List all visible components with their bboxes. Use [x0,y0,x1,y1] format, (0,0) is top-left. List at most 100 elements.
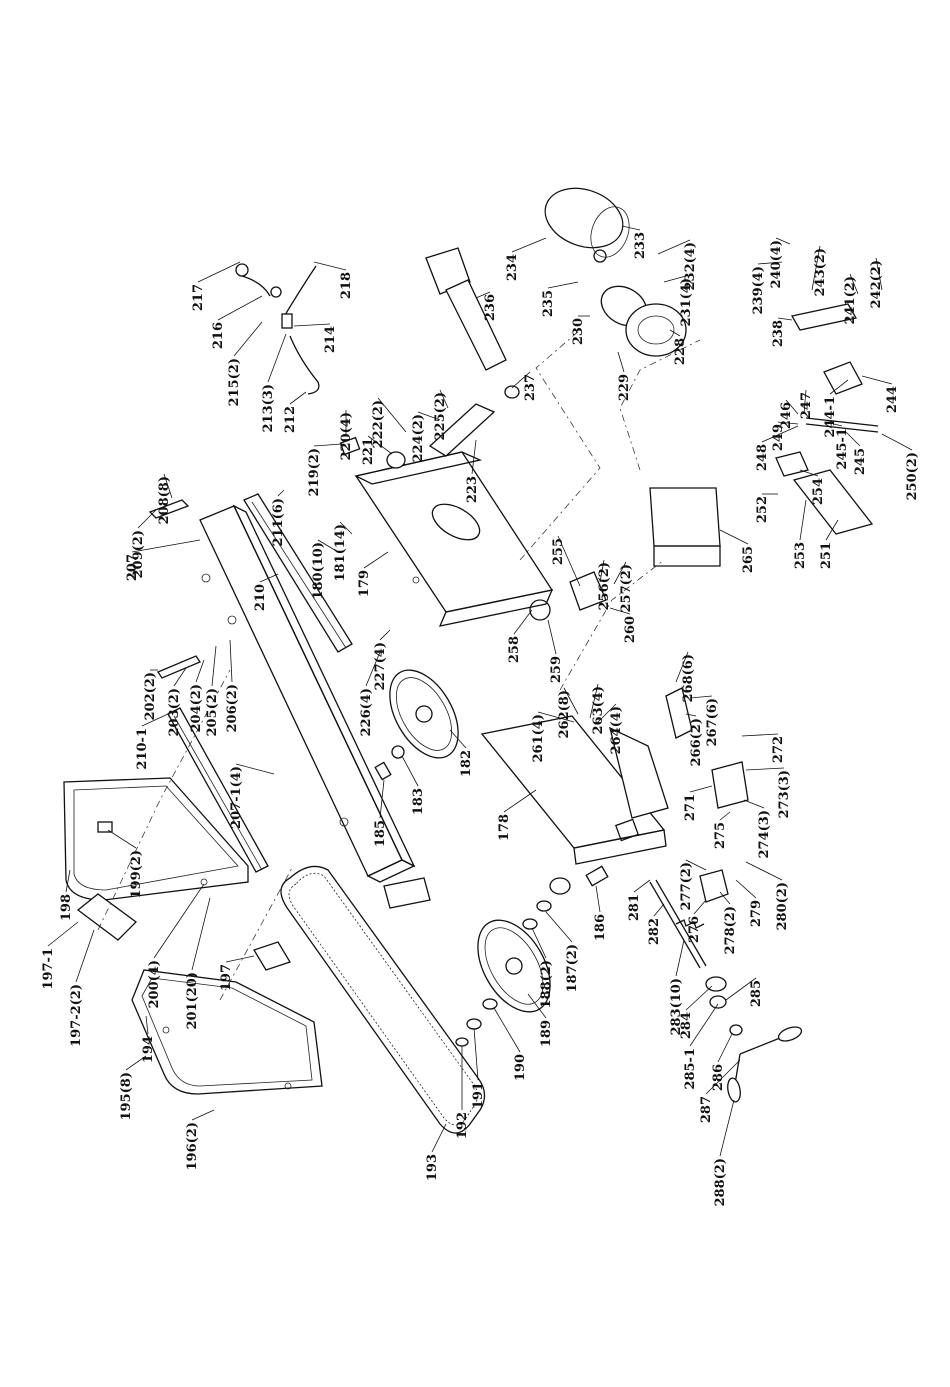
leader-line [803,389,807,415]
leader-line [141,713,169,727]
part-number-label: 212 [283,406,298,433]
part-number-label: 259 [549,656,564,683]
part-number-label: 186 [593,914,608,941]
part-number-label: 201(20) [185,972,200,1030]
leader-line [617,351,625,373]
leader-line [685,985,713,1011]
leader-line [609,607,631,615]
part-number-label: 268(6) [681,654,696,702]
part-number-label: 229 [617,374,632,401]
leader-line [717,1033,733,1063]
leader-line [267,333,287,383]
leader-line [191,1109,215,1121]
part-number-label: 279 [749,900,764,927]
leader-line [777,317,793,321]
part-number-label: 287 [699,1096,714,1123]
leader-line [339,521,353,535]
part-number-label: 233 [633,232,648,259]
part-number-label: 228 [673,338,688,365]
leader-line [633,879,651,893]
part-number-label: 276 [687,916,702,943]
leader-line [825,519,839,541]
leader-line [829,379,849,395]
part-number-label: 198 [59,894,74,921]
part-number-label: 218 [339,272,354,299]
leader-line [367,435,393,455]
leader-line [153,883,205,959]
part-number-label: 264(4) [609,706,624,754]
part-number-label: 217 [191,284,206,311]
part-number-label: 190 [513,1054,528,1081]
leader-line [775,237,791,245]
gearbox-228 [600,285,687,357]
part-number-label: 211(6) [271,498,286,546]
leader-line [417,411,441,421]
part-number-label: 203(2) [167,688,182,736]
rail-210 [243,493,353,653]
leader-line [849,273,859,295]
part-number-label: 256(2) [597,562,612,610]
part-number-label: 249 [771,424,786,451]
plate-266 [665,687,693,739]
part-number-label: 197-2(2) [69,984,84,1047]
part-number-label: 219(2) [307,448,322,496]
part-number-label: 275 [713,822,728,849]
leader-line [693,899,707,915]
upper-wheel [389,669,459,759]
part-number-label: 189 [539,1020,554,1047]
part-number-label: 250(2) [905,452,920,500]
part-number-label: 200(4) [147,960,162,1008]
part-number-label: 199(2) [129,850,144,898]
leader-line [107,829,137,849]
part-number-label: 193 [425,1154,440,1181]
leader-line [439,389,449,409]
saw-body-178 [480,715,669,865]
leader-line [741,733,779,737]
leader-line [313,261,347,271]
lower-wheel [477,919,551,1013]
leader-line [537,711,575,723]
leader-line [131,539,201,553]
part-number-label: 210-1 [135,728,150,770]
blade-guard-lower [131,969,323,1095]
leader-line [527,993,547,1019]
leader-line [811,245,821,291]
part-number-label: 202(2) [143,672,158,720]
part-number-label: 278(2) [723,906,738,954]
part-number-label: 223 [465,476,480,503]
leader-line [313,443,343,447]
part-number-label: 258 [507,636,522,663]
leader-line [259,573,279,583]
leader-line [511,371,531,389]
part-number-label: 195(8) [119,1072,134,1120]
part-number-label: 187(2) [565,944,580,992]
leader-line [163,473,173,499]
part-number-label: 243(2) [813,248,828,296]
part-number-label: 245 [853,448,868,475]
leader-line [669,329,681,337]
leader-line [379,629,391,641]
part-number-label: 238 [771,320,786,347]
part-number-label: 274(3) [757,810,772,858]
part-number-label: 236 [483,294,498,321]
plate-bottom [383,877,431,909]
parts-drawing [63,187,879,1134]
leader-line [195,659,205,683]
part-number-label: 239(4) [751,266,766,314]
leader-line [719,811,731,821]
coolant-hose [235,263,320,395]
part-number-label: 283(10) [669,978,684,1036]
part-number-label: 222(2) [371,400,386,448]
part-number-label: 261(4) [531,714,546,762]
leader-line [675,651,689,683]
part-number-label: 209(2) [131,530,146,578]
part-number-label: 285 [749,980,764,1007]
leader-line [125,1055,147,1071]
part-number-label: 245-1 [835,428,850,470]
assembly-lines [97,329,701,1001]
part-number-label: 277(2) [679,862,694,910]
leader-line [229,639,233,683]
guard-brace [76,893,137,941]
leader-line [761,425,799,443]
cover-box-265 [649,487,721,567]
